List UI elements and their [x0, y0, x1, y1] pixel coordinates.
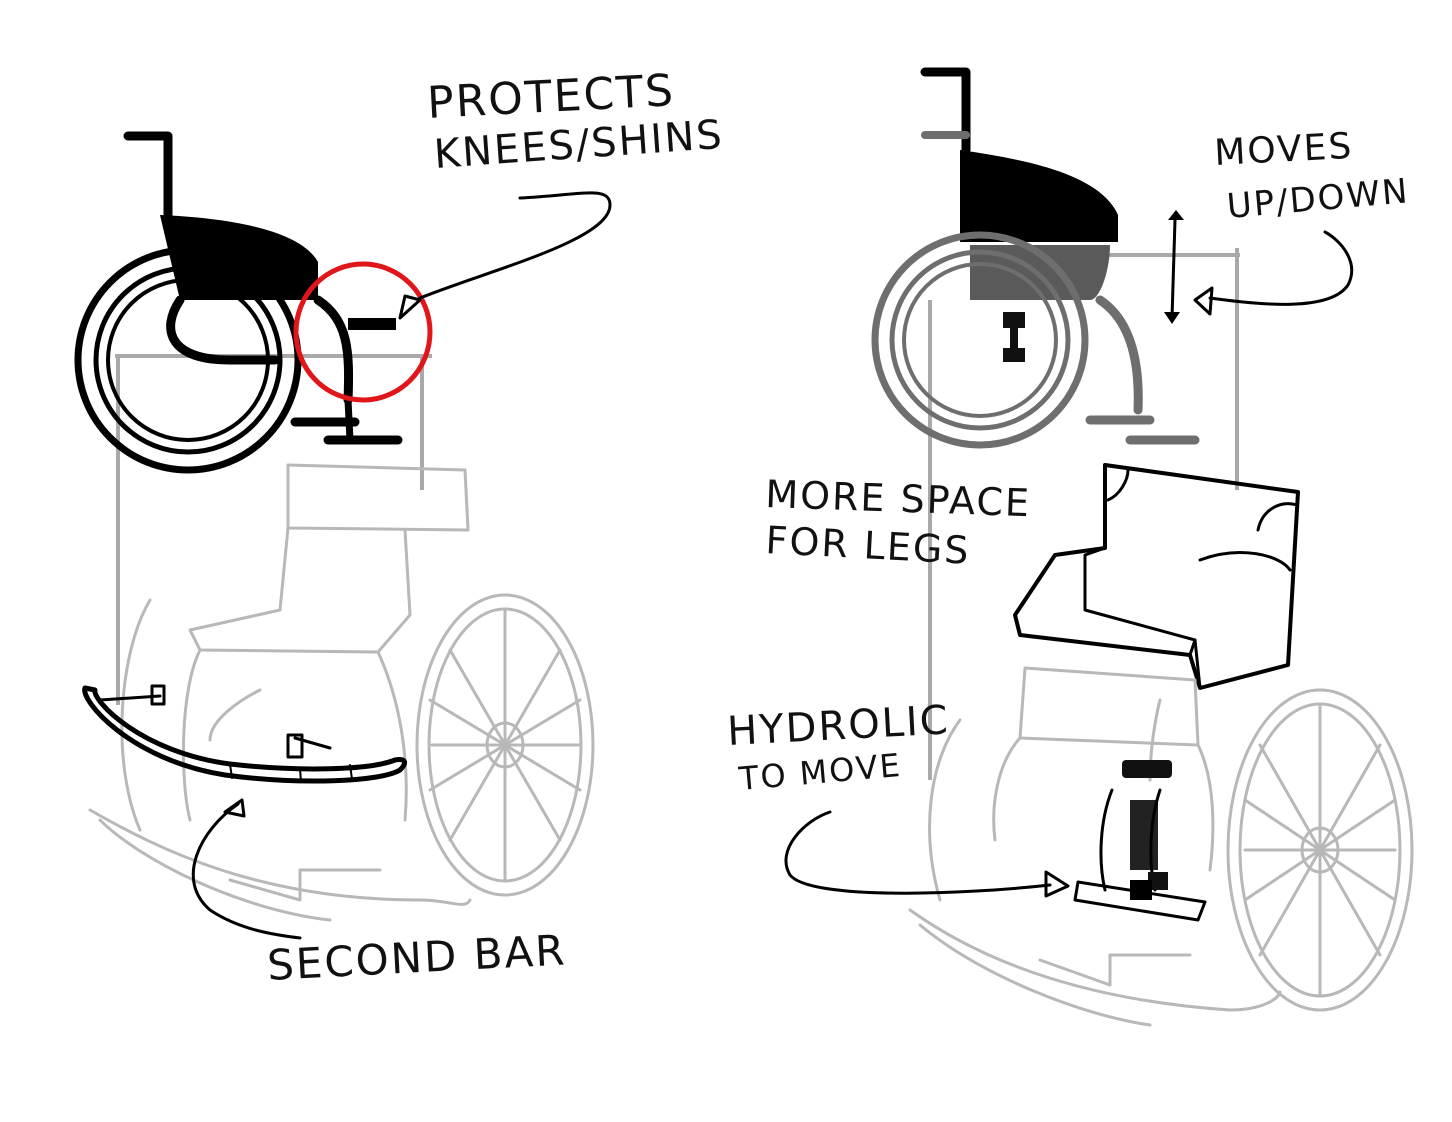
moves-label-line1: MOVES — [1213, 126, 1354, 174]
more-space-label-line1: MORE SPACE — [765, 472, 1032, 525]
